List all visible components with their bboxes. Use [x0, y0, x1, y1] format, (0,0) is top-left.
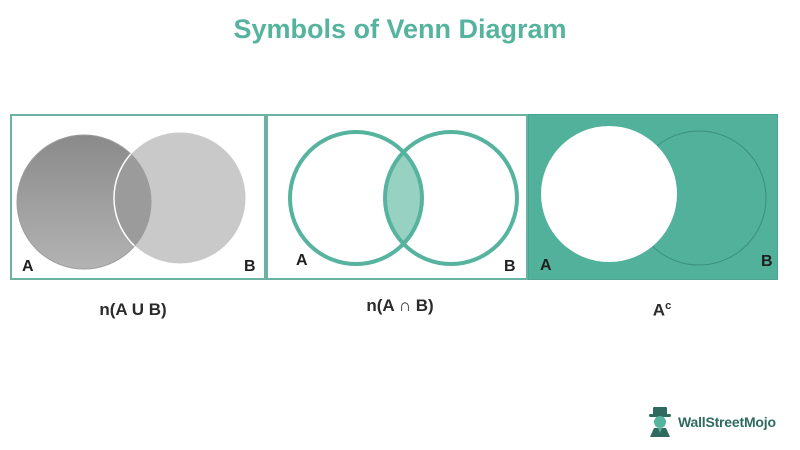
- complement-caption: Ac: [652, 300, 672, 320]
- page-title: Symbols of Venn Diagram: [233, 14, 567, 44]
- union-panel: A B: [10, 114, 266, 280]
- set-b-label: B: [244, 258, 256, 275]
- complement-venn-diagram: [541, 126, 767, 266]
- set-b-label: B: [761, 253, 773, 270]
- intersection-caption: n(A ∩ B): [366, 296, 434, 315]
- brand-name: WallStreetMojo: [678, 414, 776, 430]
- set-b-label: B: [504, 258, 516, 275]
- complement-panel: A B: [528, 114, 778, 280]
- set-a-label: A: [540, 257, 552, 274]
- set-b-circle: [383, 130, 519, 266]
- set-a-label: A: [22, 258, 34, 275]
- union-venn-diagram: [16, 131, 247, 270]
- intersection-venn-diagram: [288, 130, 519, 266]
- intersection-panel: A B: [266, 114, 528, 280]
- set-a-label: A: [296, 252, 308, 269]
- set-a-circle: [288, 130, 424, 266]
- set-a-circle: [541, 126, 677, 262]
- union-caption: n(A U B): [99, 300, 167, 319]
- brand-logo: WallStreetMojo: [646, 406, 776, 438]
- mascot-logo-icon: [649, 407, 671, 437]
- complement-superscript: c: [665, 300, 672, 312]
